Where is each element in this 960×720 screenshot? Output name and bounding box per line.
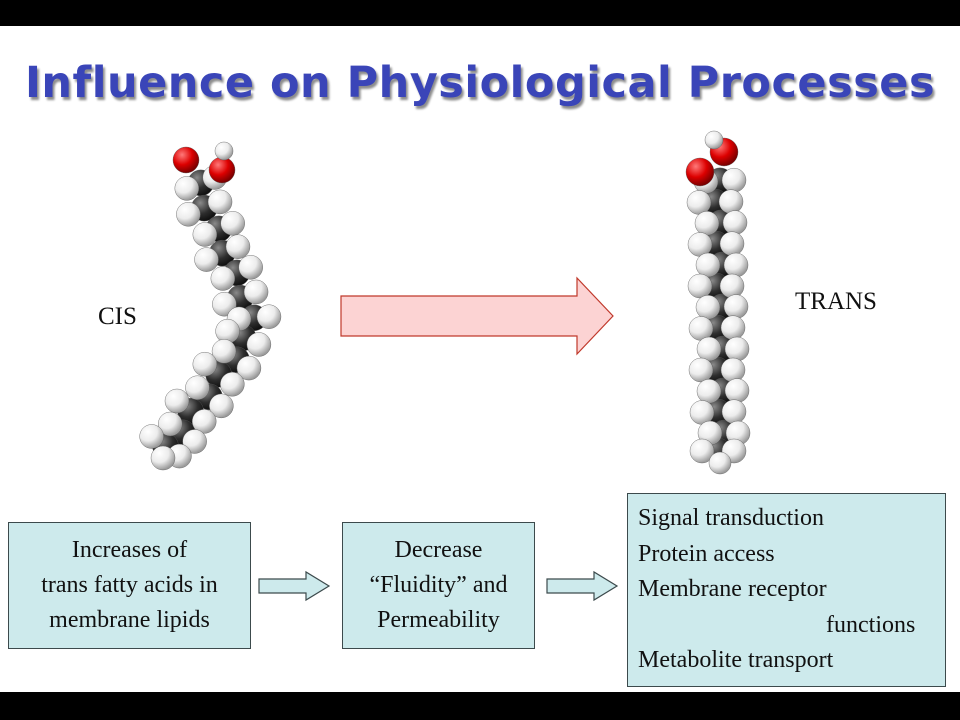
hydrogen-atom (225, 234, 251, 259)
hydrogen-atom (192, 222, 218, 247)
hydrogen-atom (694, 211, 720, 236)
hydrogen-atom (220, 211, 245, 236)
hydrogen-atom (688, 357, 714, 383)
box-line: Protein access (638, 540, 775, 567)
hydrogen-atom (708, 451, 732, 475)
hydrogen-atom (696, 336, 722, 362)
hydrogen-atom (220, 372, 245, 397)
hydrogen-atom (182, 429, 207, 454)
hydrogen-atom (719, 273, 745, 299)
hydrogen-atom (720, 315, 746, 340)
flow-arrow-2 (546, 570, 619, 602)
box-line: Signal transduction (638, 505, 824, 531)
oxygen-atom (208, 156, 236, 184)
fluidity-decrease-box: Decrease “Fluidity” and Permeability (342, 522, 535, 649)
hydrogen-atom (212, 292, 237, 317)
oxygen-atom (685, 157, 715, 187)
hydrogen-atom (704, 130, 724, 150)
hydrogen-atom (150, 445, 176, 471)
hydrogen-atom (723, 294, 749, 319)
hydrogen-atom (686, 190, 712, 215)
trans-fatty-acid-increase-box: Increases of trans fatty acids in membra… (8, 522, 251, 649)
hydrogen-atom (720, 357, 746, 383)
diagram-graphics (139, 130, 751, 602)
hydrogen-atom (194, 247, 219, 272)
trans-fatty-acid-molecule (685, 130, 751, 475)
hydrogen-atom (724, 336, 750, 362)
hydrogen-atom (722, 210, 748, 235)
hydrogen-atom (215, 318, 240, 344)
hydrogen-atom (176, 202, 201, 227)
hydrogen-atom (207, 189, 233, 215)
hydrogen-atom (174, 176, 200, 201)
hydrogen-atom (724, 378, 750, 403)
box-line: functions (826, 611, 916, 638)
hydrogen-atom (695, 252, 721, 278)
hydrogen-atom (214, 141, 234, 161)
hydrogen-atom (209, 393, 234, 419)
hydrogen-atom (723, 252, 749, 278)
hydrogen-atom (158, 411, 183, 437)
hydrogen-atom (243, 279, 269, 305)
hydrogen-atom (689, 438, 715, 464)
hydrogen-atom (164, 388, 190, 414)
hydrogen-atom (246, 332, 272, 357)
box-line: Increases of (71, 537, 188, 563)
hydrogen-atom (192, 352, 218, 377)
hydrogen-atom (695, 295, 721, 320)
box-line: “Fluidity” and (369, 572, 508, 598)
hydrogen-atom (721, 399, 747, 424)
box-line: trans fatty acids in (41, 572, 218, 598)
hydrogen-atom (238, 255, 263, 280)
hydrogen-atom (721, 167, 747, 193)
hydrogen-atom (696, 379, 722, 404)
affected-functions-box: Signal transduction Protein access Membr… (627, 493, 946, 687)
hydrogen-atom (211, 339, 237, 364)
slide: Influence on Physiological Processes (0, 26, 960, 692)
cis-to-trans-arrow (340, 276, 614, 356)
hydrogen-atom (191, 409, 217, 434)
hydrogen-atom (210, 266, 236, 291)
hydrogen-atom (687, 273, 713, 299)
box-line: Permeability (377, 607, 500, 633)
cis-label: CIS (98, 303, 137, 330)
flow-arrow-1 (258, 570, 331, 602)
box-line: Membrane receptor (638, 576, 827, 602)
hydrogen-atom (185, 375, 210, 400)
oxygen-atom (172, 146, 200, 174)
hydrogen-atom (236, 355, 262, 381)
trans-label: TRANS (795, 288, 877, 315)
box-line: Decrease (394, 537, 483, 563)
hydrogen-atom (256, 304, 282, 329)
cis-fatty-acid-molecule (139, 141, 282, 471)
box-line: Metabolite transport (638, 647, 834, 673)
box-line: membrane lipids (49, 607, 210, 633)
hydrogen-atom (139, 424, 164, 449)
hydrogen-atom (718, 189, 744, 214)
hydrogen-atom (719, 231, 745, 256)
slide-title: Influence on Physiological Processes (24, 58, 936, 108)
